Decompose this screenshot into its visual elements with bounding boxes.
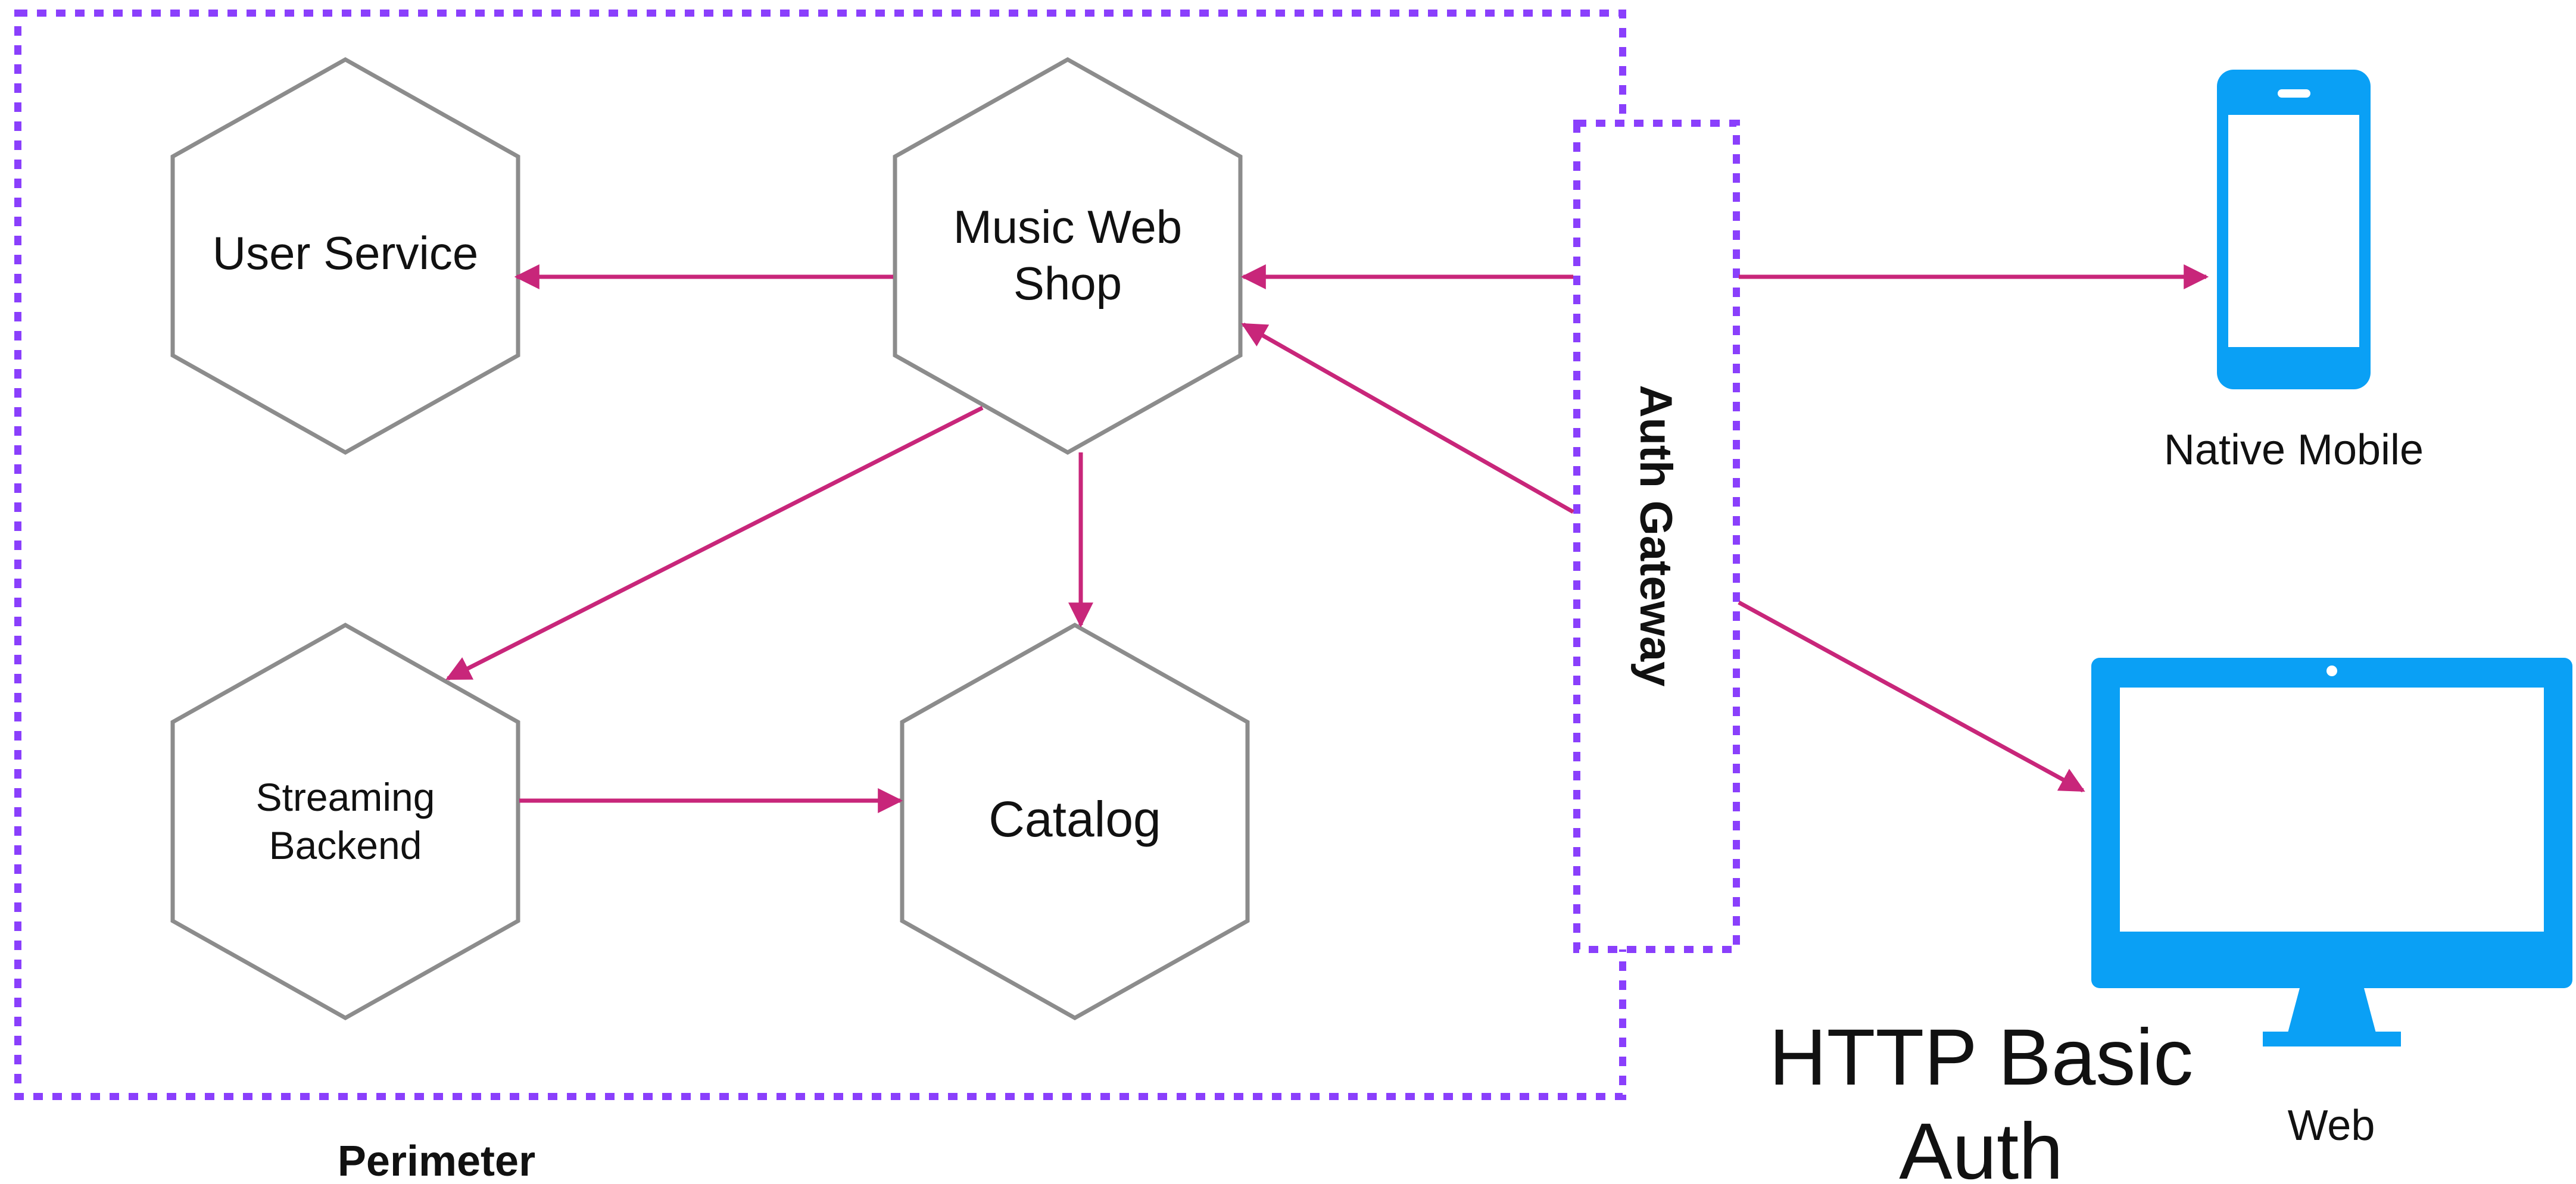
streaming-backend-label-line1: Streaming <box>256 775 435 819</box>
native-mobile-label: Native Mobile <box>2164 426 2424 474</box>
auth-gateway-box <box>1573 120 1740 953</box>
web-label: Web <box>2288 1102 2375 1149</box>
catalog-hexagon <box>900 622 1250 1021</box>
catalog-label: Catalog <box>988 791 1161 847</box>
streaming-backend-label-line2: Backend <box>269 823 422 867</box>
desktop-monitor-icon <box>2091 658 2572 1046</box>
http-basic-auth-caption-line2: Auth <box>1899 1107 2063 1184</box>
music-web-shop-label-line1: Music Web <box>953 201 1182 253</box>
perimeter-label: Perimeter <box>338 1138 535 1184</box>
music-web-shop-label-line2: Shop <box>1013 257 1122 310</box>
music-web-shop-hexagon <box>893 57 1243 455</box>
user-service-label: User Service <box>213 227 478 279</box>
arrow-gateway-diagonal-to-shop <box>1241 322 1574 514</box>
http-basic-auth-caption-line1: HTTP Basic <box>1769 1013 2193 1102</box>
perimeter-boundary <box>14 10 1626 1100</box>
auth-gateway-label: Auth Gateway <box>1630 385 1681 687</box>
arrow-gateway-to-web <box>1738 600 2085 793</box>
smartphone-icon <box>2217 70 2371 389</box>
arrow-shop-to-streaming <box>445 405 984 681</box>
streaming-backend-hexagon <box>170 622 520 1021</box>
user-service-hexagon <box>170 57 520 455</box>
